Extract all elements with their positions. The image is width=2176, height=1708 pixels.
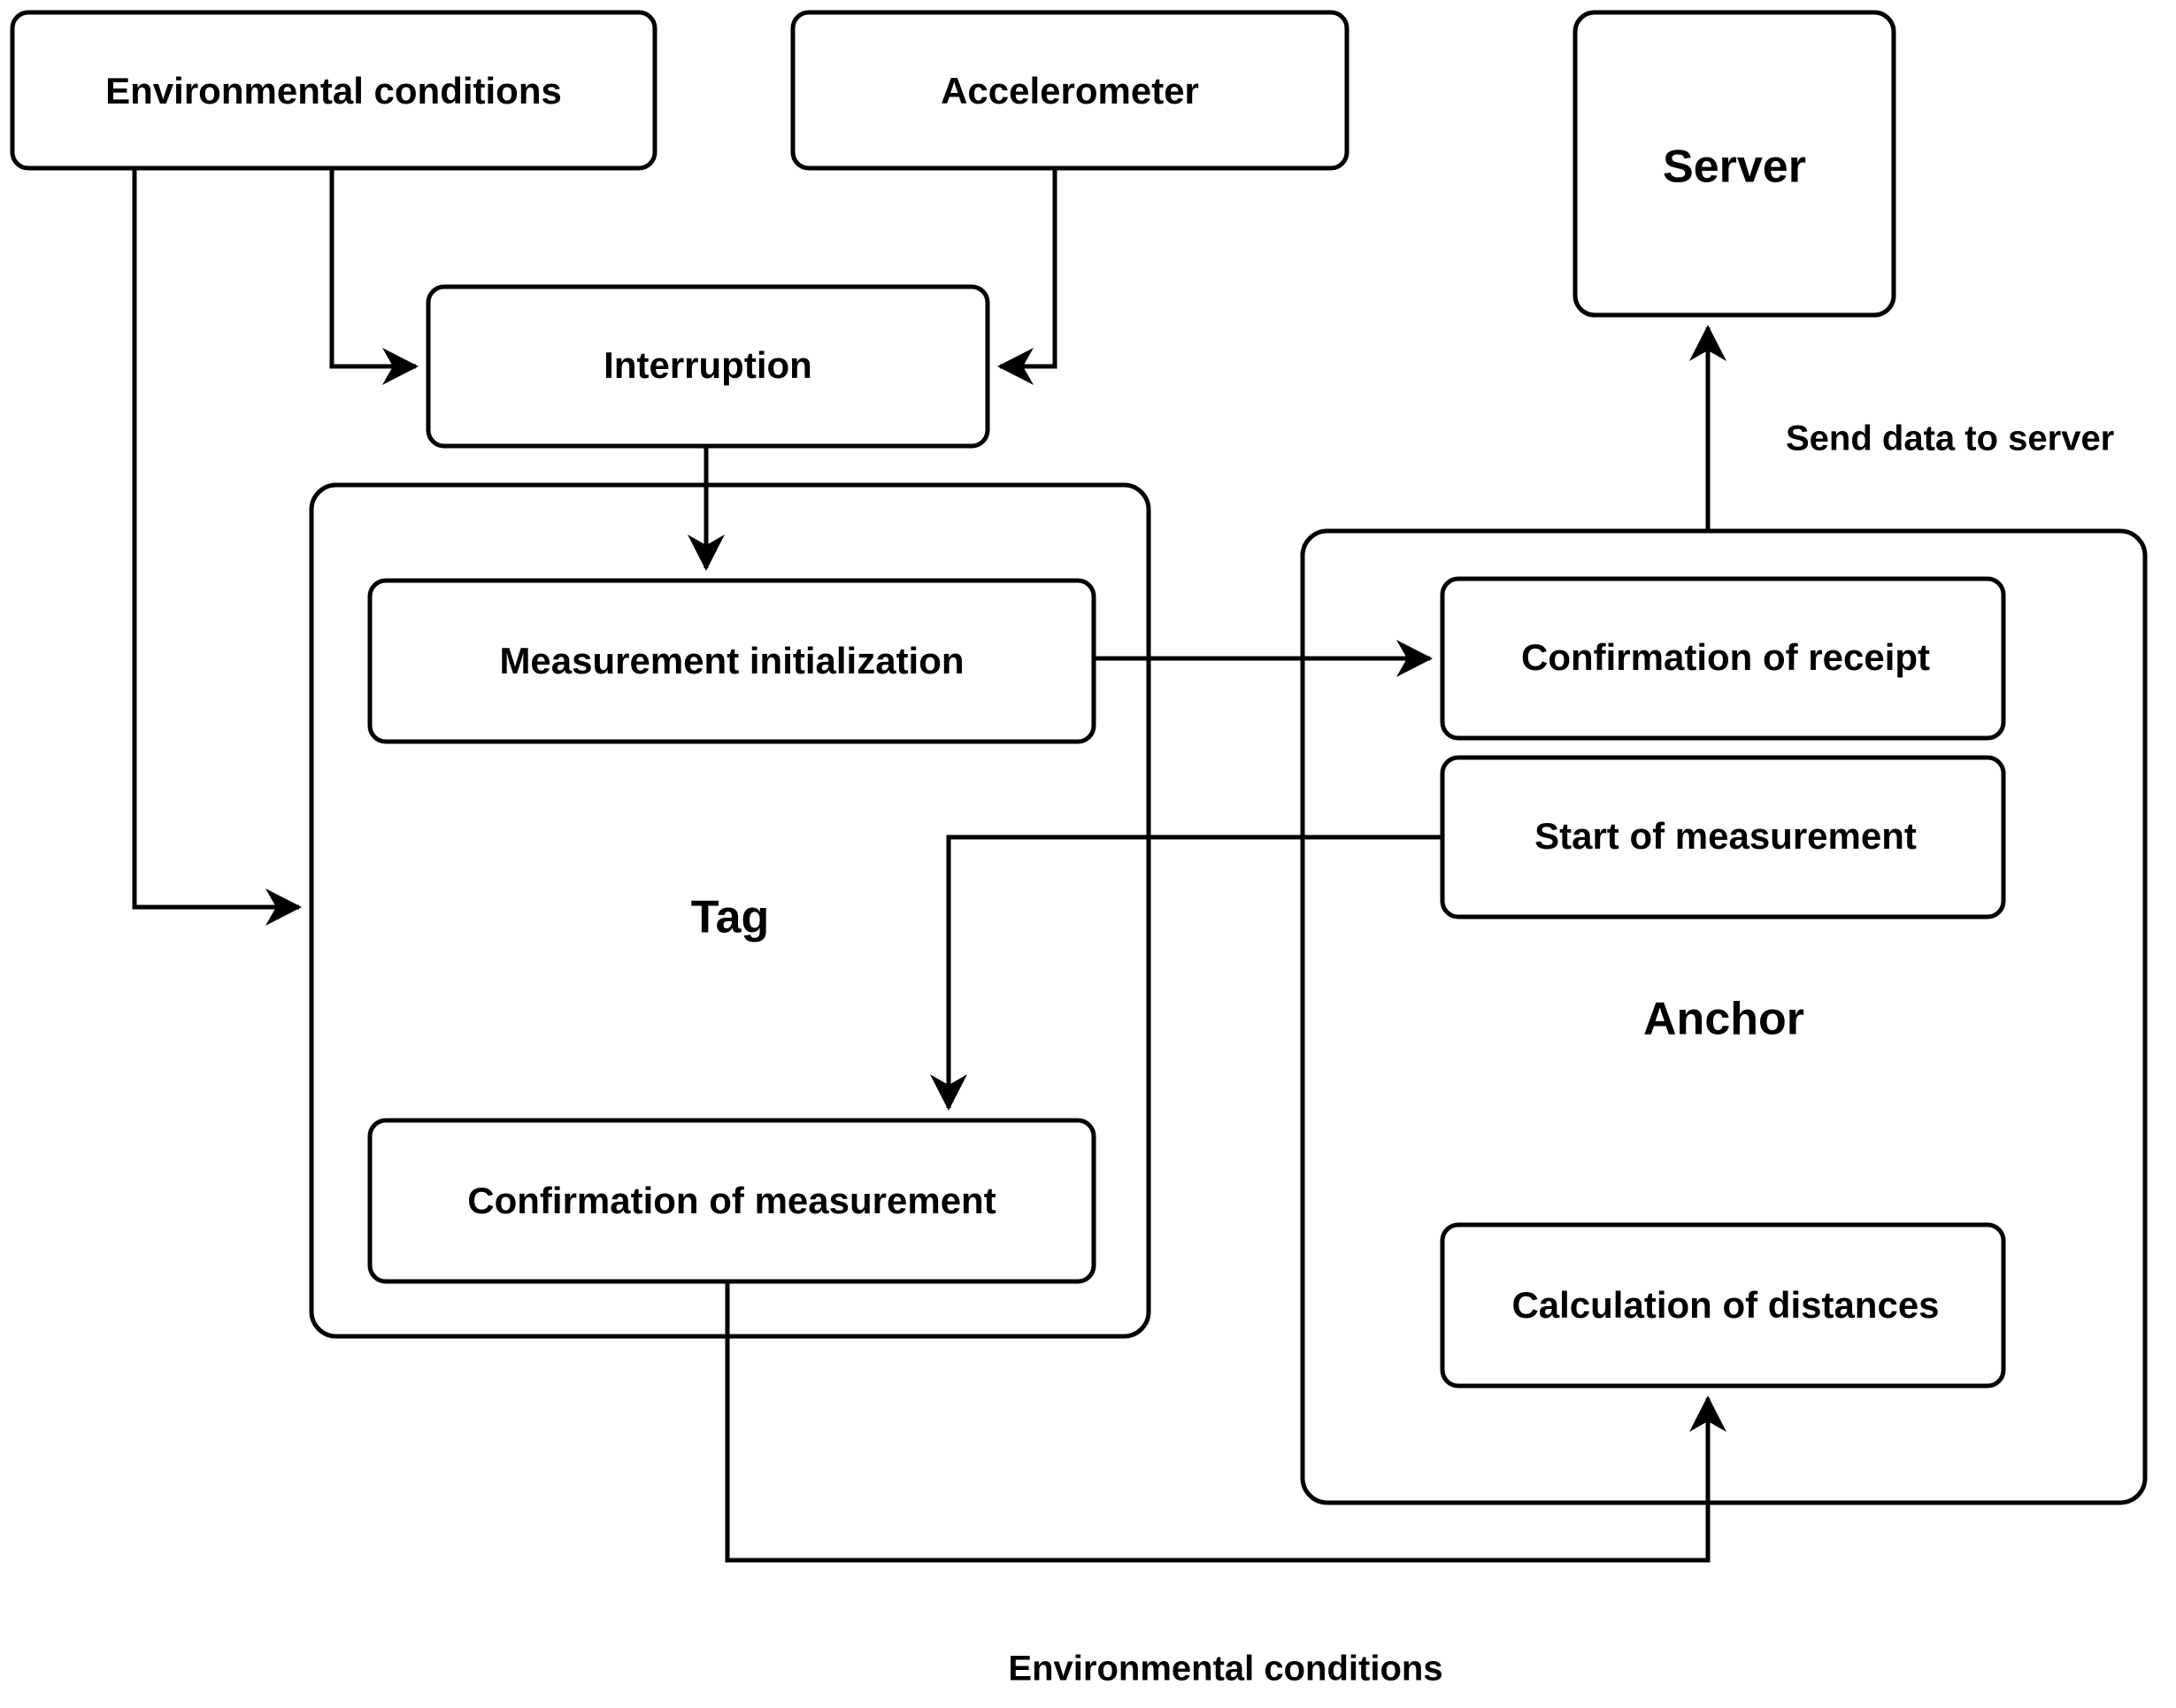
tag-container-label: Tag	[691, 892, 770, 943]
node-confirmation-of-receipt[interactable]: Confirmation of receipt	[1440, 576, 2006, 741]
server-label: Server	[1663, 142, 1806, 193]
confirmation-of-measurement-box[interactable]	[367, 1118, 1096, 1284]
start-of-measurement-box[interactable]	[1440, 755, 2006, 919]
node-confirmation-of-measurement[interactable]: Confirmation of measurement	[367, 1118, 1096, 1284]
anchor-container-label: Anchor	[1643, 994, 1804, 1045]
node-start-of-measurement[interactable]: Start of measurement	[1440, 755, 2006, 919]
node-environmental-conditions[interactable]: Environmental conditions	[10, 10, 657, 171]
node-interruption[interactable]: Interruption	[426, 284, 990, 449]
server-box[interactable]	[1572, 10, 1896, 318]
start-of-measurement-label: Start of measurement	[1534, 815, 1917, 857]
measurement-initialization-label: Measurement initialization	[499, 640, 964, 681]
environmental-conditions-label: Environmental conditions	[105, 70, 562, 112]
node-calculation-of-distances[interactable]: Calculation of distances	[1440, 1222, 2006, 1389]
edge-start-of-measurement-to-confirmation-of-measurement	[930, 835, 1442, 1112]
confirmation-of-receipt-label: Confirmation of receipt	[1521, 636, 1930, 678]
accelerometer-box[interactable]	[790, 10, 1349, 171]
edge-label-environmental-conditions-bottom: Environmental conditions	[1008, 1650, 1442, 1689]
node-measurement-initialization[interactable]: Measurement initialization	[367, 578, 1096, 744]
calculation-of-distances-box[interactable]	[1440, 1222, 2006, 1389]
interruption-label: Interruption	[604, 344, 812, 386]
calculation-of-distances-label: Calculation of distances	[1511, 1284, 1939, 1326]
edge-label-send-data-to-server: Send data to server	[1786, 419, 2114, 458]
edge-environmental-to-tag	[132, 168, 303, 926]
edge-accelerometer-to-interruption	[996, 168, 1057, 385]
confirmation-of-receipt-box[interactable]	[1440, 576, 2006, 741]
node-server[interactable]: Server	[1572, 10, 1896, 318]
interruption-box[interactable]	[426, 284, 990, 449]
tag-container-box	[309, 482, 1151, 1339]
confirmation-of-measurement-label: Confirmation of measurement	[467, 1180, 996, 1221]
node-accelerometer[interactable]: Accelerometer	[790, 10, 1349, 171]
accelerometer-label: Accelerometer	[941, 70, 1199, 112]
edge-environmental-to-interruption	[329, 168, 419, 385]
anchor-container-box	[1300, 528, 2148, 1505]
environmental-conditions-box[interactable]	[10, 10, 657, 171]
container-anchor: Anchor	[1300, 528, 2148, 1505]
container-tag: Tag	[309, 482, 1151, 1339]
measurement-initialization-box[interactable]	[367, 578, 1096, 744]
edge-confirmation-of-measurement-to-calculation-of-distances	[725, 1281, 1726, 1563]
